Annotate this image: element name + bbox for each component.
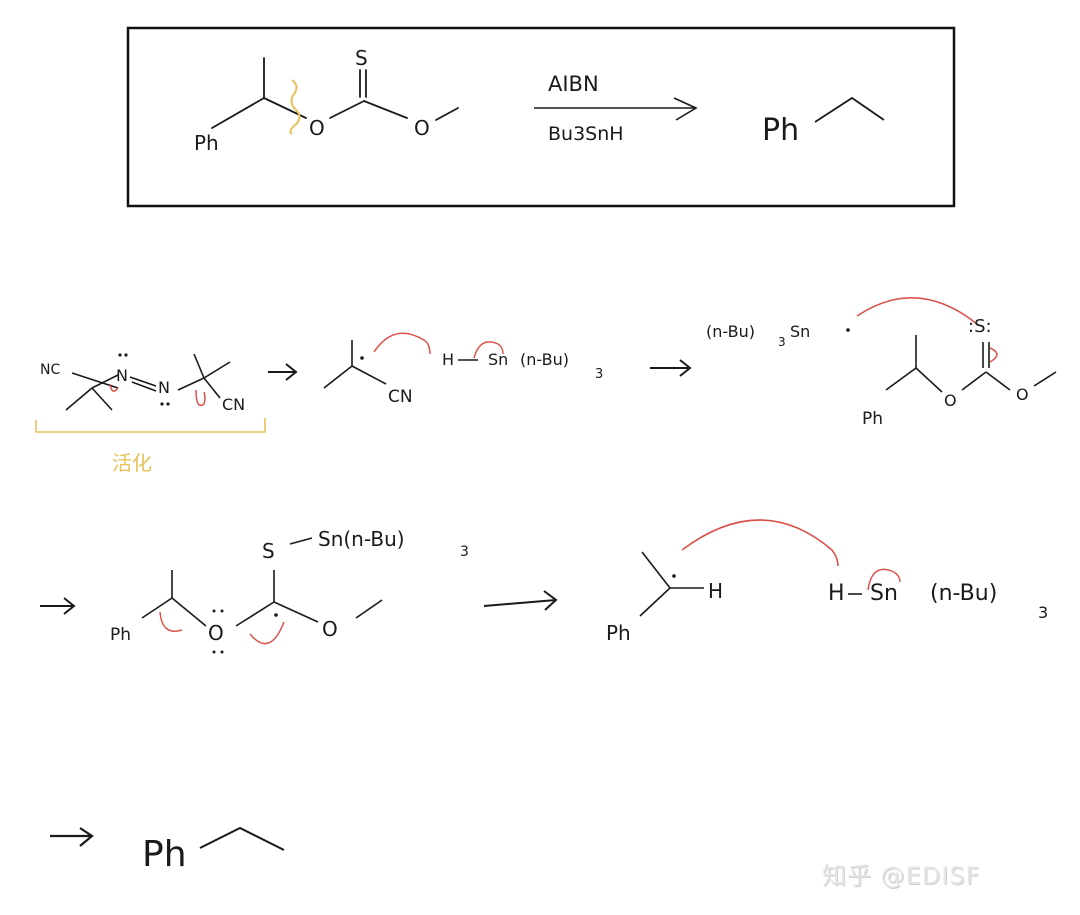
- xanthate-ph: Ph: [862, 409, 883, 429]
- electron-arrow-icon: [249, 621, 285, 645]
- product-ethyl: [814, 96, 885, 123]
- cyano-radical: [323, 340, 387, 389]
- reagent-bu3snh: Bu3SnH: [548, 123, 624, 145]
- radical-dot: [360, 356, 364, 360]
- arrowhead-icon: [679, 359, 692, 377]
- reagent-aibn: AIBN: [548, 72, 599, 96]
- benzyl-radical: [639, 551, 704, 617]
- s-label: S: [355, 46, 368, 70]
- summary-box: [126, 26, 956, 208]
- final-product-ethyl: [199, 826, 285, 851]
- electron-arrow-icon: [195, 389, 206, 407]
- o-label-2: O: [414, 116, 430, 140]
- tin-hydride-h: H: [442, 350, 454, 369]
- arrowhead-icon: [543, 590, 558, 611]
- aibn-n2: N: [158, 378, 170, 397]
- activation-label: 活化: [112, 451, 152, 475]
- xanthate-s: :S:: [968, 316, 992, 337]
- arrowhead-icon: [79, 827, 94, 847]
- aibn-cn: CN: [222, 395, 245, 414]
- o-label-1: O: [309, 116, 325, 140]
- aibn-n1: N: [116, 366, 128, 385]
- adduct-structure: [141, 537, 383, 627]
- tin-hydride-sn: Sn: [488, 350, 508, 369]
- tin-hydride-h-2: H: [828, 581, 845, 606]
- adduct-sub: 3: [460, 544, 469, 560]
- radical-dot: [672, 574, 676, 578]
- adduct-o2: O: [322, 617, 338, 641]
- lone-pairs: [118, 353, 170, 406]
- adduct-tin: Sn(n-Bu): [318, 527, 405, 551]
- xanthate-o1: O: [944, 391, 957, 410]
- radical-dot: [846, 328, 850, 332]
- arrowhead-icon: [63, 597, 76, 615]
- electron-arrow-icon: [109, 383, 119, 392]
- arrowhead-icon: [285, 363, 298, 381]
- adduct-ph: Ph: [110, 625, 131, 645]
- tin-hydride-sub: 3: [595, 367, 603, 382]
- electron-arrow-icon: [159, 611, 183, 632]
- tin-hydride-group-2: (n-Bu): [930, 581, 997, 606]
- lone-pairs: [212, 609, 278, 654]
- ph-label: Ph: [194, 131, 219, 155]
- final-product-ph: Ph: [142, 834, 187, 875]
- electron-arrow-icon: [989, 347, 998, 363]
- arrow-icon: [483, 599, 557, 607]
- activation-bracket: [35, 418, 266, 433]
- electron-arrow-icon: [867, 568, 901, 591]
- tin-hydride-sub-2: 3: [1038, 603, 1048, 622]
- summary-reactant: [211, 57, 459, 129]
- product-ph: Ph: [762, 113, 799, 148]
- electron-arrow-icon: [473, 341, 504, 359]
- tin-radical-sn: Sn: [790, 322, 810, 341]
- electron-arrow-icon: [373, 332, 431, 355]
- cleavage-mark: [289, 79, 301, 135]
- electron-arrow-icon: [681, 519, 839, 567]
- benzyl-ph: Ph: [606, 621, 631, 645]
- tin-hydride-group: (n-Bu): [520, 350, 569, 369]
- electron-arrow-icon: [856, 297, 978, 325]
- tin-radical-sub: 3: [778, 335, 786, 349]
- adduct-o1: O: [208, 621, 224, 645]
- tin-radical-group: (n-Bu): [706, 322, 755, 341]
- benzyl-h: H: [708, 579, 723, 603]
- tin-hydride-sn-2: Sn: [870, 581, 898, 606]
- aibn-nc: NC: [40, 362, 60, 378]
- watermark: 知乎 @EDISF: [822, 862, 981, 890]
- reaction-arrowhead: [673, 97, 698, 121]
- adduct-s: S: [262, 539, 275, 563]
- xanthate-o2: O: [1016, 385, 1029, 404]
- radical-cn: CN: [388, 387, 413, 407]
- xanthate-structure: [885, 335, 1057, 393]
